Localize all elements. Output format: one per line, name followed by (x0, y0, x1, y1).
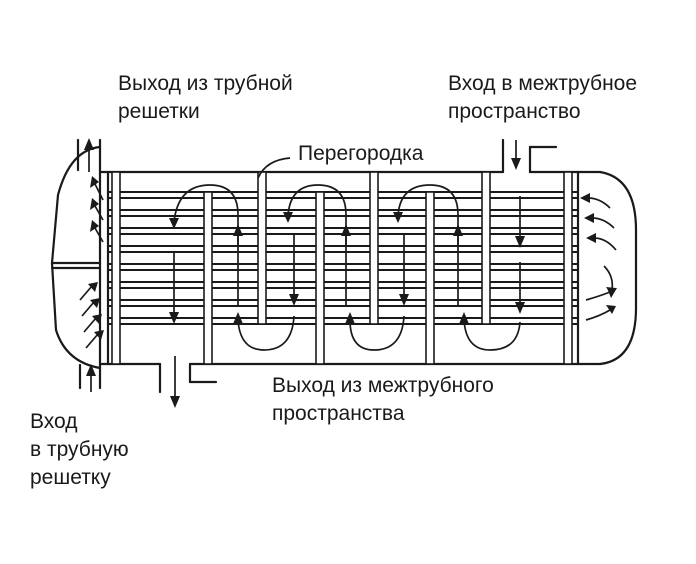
shell (50, 145, 638, 370)
shell-flow-arrows (169, 184, 525, 351)
tube-inlet-nozzle (78, 363, 102, 390)
shell-outlet-label-line2: пространства (272, 402, 405, 425)
shell-right-head (598, 170, 638, 366)
baffle-plate (369, 171, 379, 325)
tube-sheet-hatched-left (111, 171, 121, 365)
shell-inlet-label-line2: пространство (448, 100, 581, 123)
tube-outlet-nozzle (76, 138, 102, 172)
tube-outlet-label-line1: Выход из трубной (118, 72, 293, 95)
nozzle-arrows (84, 138, 521, 408)
baffle-plate (315, 191, 325, 365)
shell-outlet-label-line1: Выход из межтрубного (272, 374, 494, 397)
shell-inlet-nozzle (501, 138, 558, 174)
shell-top-wall-left (50, 145, 102, 265)
shell-outlet-nozzle (158, 362, 218, 394)
baffle-plate (257, 171, 267, 325)
baffle-leader-line (257, 157, 291, 179)
tube-inlet-label-line2: в трубную (30, 438, 129, 461)
baffles (111, 170, 580, 366)
baffle-plate (203, 191, 213, 365)
shell-left-head (50, 261, 102, 370)
tube-inlet-label-line1: Вход (30, 410, 78, 433)
baffle-plate (481, 171, 491, 325)
tube-bundle (108, 191, 578, 325)
baffle-plate (425, 191, 435, 365)
tube-outlet-label-line2: решетки (118, 100, 200, 123)
labels: Выход из трубной решетки Вход в межтрубн… (30, 72, 637, 489)
baffle-label: Перегородка (298, 142, 424, 165)
shell-inlet-label-line1: Вход в межтрубное (448, 72, 637, 95)
tube-inlet-label-line3: решетку (30, 466, 111, 489)
tube-head-arrows (79, 176, 617, 349)
tube-sheet-hatched-right (563, 171, 573, 365)
